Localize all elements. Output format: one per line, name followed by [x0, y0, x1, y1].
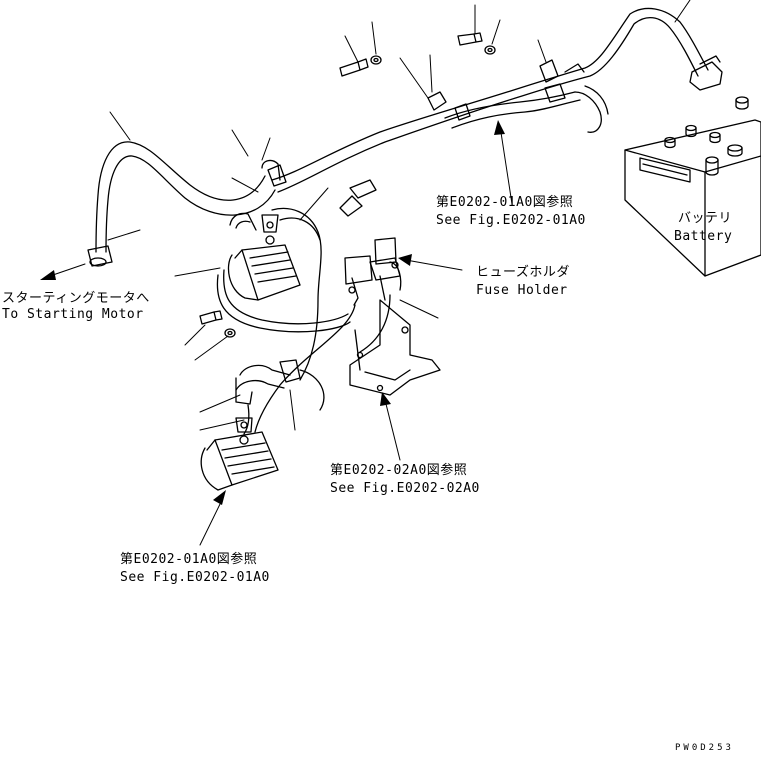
label-starting-motor-en: To Starting Motor: [2, 307, 144, 322]
label-fig-ref-top-jp: 第E0202-01A0図参照: [436, 194, 573, 210]
label-fig-ref-bottom-jp: 第E0202-01A0図参照: [120, 551, 257, 567]
arrow-head-fig-bottom: [213, 490, 226, 505]
bracket: [349, 299, 441, 396]
label-starting-motor-jp: スターティングモータへ: [2, 291, 150, 306]
bolt-left: [199, 310, 236, 338]
label-battery-en: Battery: [674, 229, 732, 244]
label-fig-ref-mid-jp: 第E0202-02A0図参照: [330, 462, 467, 478]
arrow-head-fuse-holder: [398, 254, 412, 266]
bolt-top-center: [457, 32, 496, 55]
harness-clamp-side: [339, 179, 377, 217]
relay-lower: [200, 417, 279, 491]
cable-end-upper: [267, 164, 287, 187]
drawing-code: PW0D253: [675, 743, 734, 753]
lower-cable: [235, 359, 325, 435]
arrow-head-starting-motor: [40, 270, 56, 280]
starting-motor-cable: [87, 141, 281, 267]
label-fig-ref-top-en: See Fig.E0202-01A0: [436, 213, 586, 228]
relay-upper: [216, 207, 351, 381]
fuse-holder: [254, 237, 402, 433]
label-fuse-holder-jp: ヒューズホルダ: [476, 264, 570, 280]
bolt-top-left: [339, 55, 382, 77]
label-fuse-holder-en: Fuse Holder: [476, 283, 568, 298]
label-fig-ref-mid-en: See Fig.E0202-02A0: [330, 481, 480, 496]
upper-harness: [271, 7, 709, 193]
arrows: [49, 125, 513, 546]
label-fig-ref-bottom-en: See Fig.E0202-01A0: [120, 570, 270, 585]
battery: [624, 55, 761, 277]
leader-lines: [107, 0, 691, 431]
label-battery-jp: バッテリ: [678, 211, 732, 226]
arrow-head-fig-mid: [380, 392, 391, 406]
arrow-head-fig-top: [494, 120, 505, 135]
